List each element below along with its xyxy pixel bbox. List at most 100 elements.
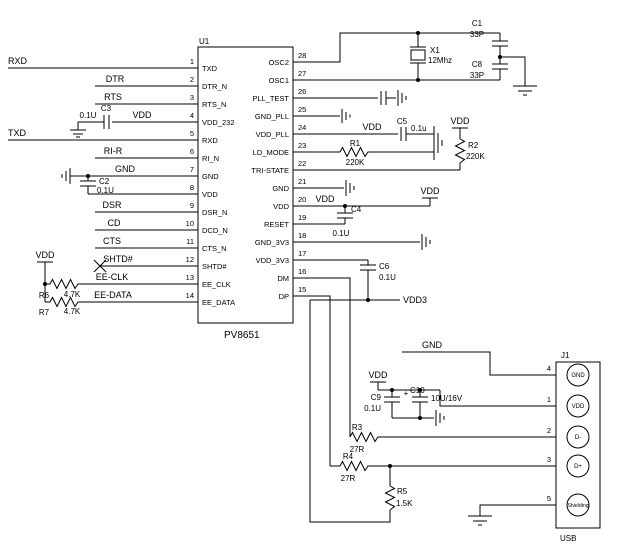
pin-name: RTS_N (202, 100, 226, 109)
connector-type-label: USB (560, 534, 576, 543)
pin-name: TXD (202, 64, 218, 73)
net-label-dtr: DTR (106, 74, 125, 84)
resistor-r6 (45, 278, 80, 290)
pin-number: 12 (186, 255, 194, 264)
pin-number: 22 (298, 159, 306, 168)
pin-number: 3 (190, 93, 194, 102)
resistor-body (454, 138, 466, 164)
resistor-r1 (339, 146, 370, 158)
pin-name: DSR_N (202, 208, 227, 217)
net-label-ee-data: EE-DATA (94, 290, 132, 300)
pin-name: RXD (202, 136, 218, 145)
part-ref: X1 (430, 46, 440, 55)
part-ref: C4 (351, 205, 362, 214)
resistor-r4 (339, 460, 370, 472)
pin-number: 7 (190, 165, 194, 174)
x-line (93, 259, 107, 273)
resistor-r2: VDD R2 220K (450, 116, 485, 170)
capacitor-c3: C3 0.1U (78, 104, 112, 129)
ground-symbol (345, 180, 355, 196)
pin-name: RI_N (202, 154, 219, 163)
ground-symbol (433, 126, 443, 160)
crystal-x1: X1 12Mhz (410, 33, 452, 80)
polarity-mark: + (404, 389, 409, 398)
junction-dot (418, 388, 422, 392)
pin-number: 1 (547, 395, 551, 404)
pin-number: 5 (190, 129, 194, 138)
pin-name: GND (202, 172, 219, 181)
pin-number: 25 (298, 105, 306, 114)
ic-u1: U1 PV8651 TXD DTR_N RTS_N VDD_232 RXD RI… (186, 37, 307, 341)
pin-name: RESET (264, 220, 289, 229)
part-value: 4.7K (64, 307, 81, 316)
net-label-gnd: GND (422, 340, 443, 350)
wire (293, 295, 331, 466)
ic-ref: U1 (199, 37, 210, 46)
pin-name: EE_DATA (202, 298, 235, 307)
pin-number: 27 (298, 69, 306, 78)
net-label-vdd: VDD (35, 250, 55, 260)
net-label-vdd3: VDD3 (403, 295, 427, 305)
pin-number: 13 (186, 273, 194, 282)
part-value: 0.1u (411, 124, 427, 133)
pin-number: 23 (298, 141, 306, 150)
part-ref: C2 (99, 177, 110, 186)
net-label-cts: CTS (103, 236, 121, 246)
part-value: 220K (466, 152, 485, 161)
pin-number: 19 (298, 213, 306, 222)
pin-name: D+ (574, 464, 582, 470)
oscillator-section: X1 12Mhz C1 33P C8 33P (293, 19, 537, 96)
net-label-cd: CD (108, 218, 121, 228)
pin-number: 5 (547, 494, 551, 503)
usb-connector-j1: J1 USB 4 1 2 3 5 GND VDD D- D+ Shielding (468, 351, 601, 543)
pin-number: 2 (190, 75, 194, 84)
pin-number: 16 (298, 267, 306, 276)
pin-number: 28 (298, 51, 306, 60)
pin-name: SHTD# (202, 262, 227, 271)
part-value: 220K (346, 158, 365, 167)
part-value: 0.1U (333, 229, 350, 238)
left-side: RXD DTR RTS VDD C3 0.1U TXD RI-R GND (8, 56, 198, 317)
pin-name: Shielding (567, 503, 588, 509)
wire (479, 504, 556, 516)
usb-data-section: R3 27R R4 27R R5 1.5K (293, 277, 556, 523)
junction-dot (366, 298, 370, 302)
pin-name: D- (575, 435, 581, 441)
pin-number: 6 (190, 147, 194, 156)
junction-dot (86, 174, 90, 178)
pin-name: VDD (572, 404, 585, 410)
pin-name: OSC1 (269, 76, 289, 85)
pin-name: OSC2 (269, 58, 289, 67)
pin-number: 15 (298, 285, 306, 294)
pin-name: DM (277, 274, 289, 283)
part-ref: R2 (468, 141, 479, 150)
capacitor-c5: C5 0.1u (397, 117, 427, 141)
pin-number: 2 (547, 426, 551, 435)
net-label-vdd: VDD (132, 110, 152, 120)
capacitor-c6: C6 0.1U (360, 260, 396, 300)
part-ref: C10 (410, 386, 425, 395)
wire (293, 277, 351, 437)
capacitor-c2: C2 0.1U (80, 176, 114, 195)
vdd-symbol: VDD (368, 370, 388, 390)
part-value: 33P (470, 30, 484, 39)
pin-name: GND (571, 373, 585, 379)
part-ref: C3 (101, 104, 112, 113)
net-label-vdd: VDD (420, 186, 440, 196)
junction-dot (418, 416, 422, 420)
pin-number: 1 (190, 57, 194, 66)
pin-name: EE_CLK (202, 280, 231, 289)
net-label-vdd: VDD (368, 370, 388, 380)
connector-pin-pad (566, 363, 590, 387)
part-ref: C5 (397, 117, 408, 126)
pin-number: 4 (547, 364, 551, 373)
resistor-r7 (45, 296, 80, 308)
ground-symbol (421, 234, 431, 250)
net-label-vdd: VDD (450, 116, 470, 126)
ground-symbol (70, 122, 86, 138)
junction-dot (390, 388, 394, 392)
part-ref: C9 (371, 393, 382, 402)
capacitor-c8: C8 33P (470, 57, 508, 80)
junction-dot (498, 55, 502, 59)
